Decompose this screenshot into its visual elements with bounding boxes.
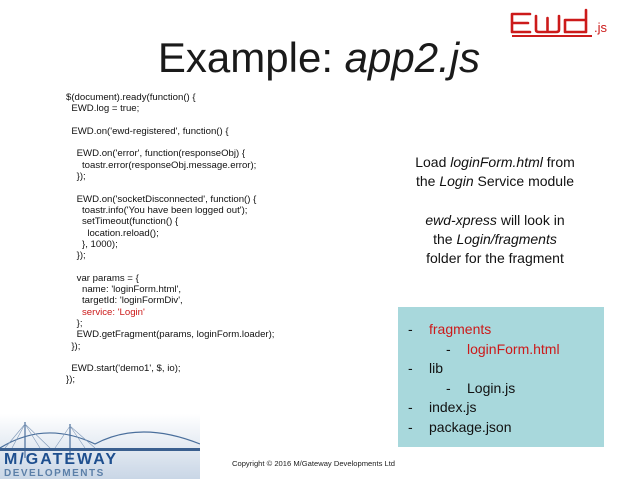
tree-item: -fragments bbox=[398, 320, 604, 340]
code-line: location.reload(); bbox=[66, 227, 159, 239]
code-line: EWD.on('socketDisconnected', function() … bbox=[66, 193, 257, 205]
copyright-text: Copyright © 2016 M/Gateway Developments … bbox=[232, 459, 396, 468]
title-prefix: Example: bbox=[157, 34, 345, 81]
code-line: }); bbox=[66, 340, 81, 352]
code-line: }, 1000); bbox=[66, 238, 118, 250]
tree-item-label: lib bbox=[429, 360, 444, 376]
code-line: $(document).ready(function() { bbox=[66, 92, 196, 103]
mgateway-logo-icon: M/GATEWAY DEVELOPMENTS bbox=[0, 414, 200, 479]
code-line: name: 'loginForm.html', bbox=[66, 284, 182, 296]
tree-item-label: package.json bbox=[429, 418, 512, 435]
code-line: }); bbox=[66, 171, 86, 183]
code-line: }); bbox=[66, 374, 76, 386]
code-line bbox=[66, 137, 396, 148]
code-line: var params = { bbox=[66, 272, 139, 284]
ewd-logo-icon: .js bbox=[510, 8, 608, 37]
code-line: toastr.error(responseObj.message.error); bbox=[66, 159, 257, 171]
tree-item-dash: - bbox=[408, 399, 413, 415]
code-line: service: 'Login' bbox=[66, 306, 145, 318]
ewd-logo-text: .js bbox=[594, 20, 608, 35]
code-line: EWD.start('demo1', $, io); bbox=[66, 363, 181, 375]
tree-item: -loginForm.html bbox=[398, 340, 604, 360]
tree-item-label: index.js bbox=[429, 399, 477, 415]
tree-item-dash: - bbox=[446, 340, 451, 357]
tree-item-dash: - bbox=[446, 379, 451, 396]
code-line: EWD.on('ewd-registered', function() { bbox=[66, 125, 229, 137]
code-line: EWD.log = true; bbox=[66, 103, 140, 115]
title-filename: app2.js bbox=[344, 34, 481, 81]
code-line: toastr.info('You have been logged out'); bbox=[66, 204, 248, 216]
note-paragraph-1: Load loginForm.html from the Login Servi… bbox=[415, 154, 575, 189]
tree-item: -package.json bbox=[398, 418, 604, 438]
tree-item-dash: - bbox=[408, 321, 413, 337]
code-line bbox=[66, 182, 396, 193]
explanation-note: Load loginForm.html from the Login Servi… bbox=[388, 153, 602, 268]
mg-logo-line2: DEVELOPMENTS bbox=[4, 468, 105, 479]
code-line bbox=[66, 352, 396, 363]
code-line bbox=[66, 115, 396, 126]
code-line: targetId: 'loginFormDiv', bbox=[66, 295, 183, 307]
tree-item-label: fragments bbox=[429, 321, 492, 337]
code-block: $(document).ready(function() { EWD.log =… bbox=[66, 92, 396, 386]
code-line: }); bbox=[66, 250, 86, 262]
code-line: setTimeout(function() { bbox=[66, 216, 179, 228]
tree-item-label: Login.js bbox=[467, 379, 516, 396]
code-line: EWD.getFragment(params, loginForm.loader… bbox=[66, 329, 275, 341]
code-line: }; bbox=[66, 317, 83, 329]
slide-title: Example: app2.js bbox=[0, 32, 638, 84]
tree-item: - lib bbox=[398, 359, 604, 379]
mg-logo-line1: M/GATEWAY bbox=[4, 451, 118, 468]
tree-item-label: loginForm.html bbox=[467, 340, 560, 357]
tree-item: -Login.js bbox=[398, 379, 604, 399]
code-line: EWD.on('error', function(responseObj) { bbox=[66, 148, 246, 160]
code-line bbox=[66, 261, 396, 272]
tree-item-dash: - bbox=[408, 418, 413, 435]
note-paragraph-2: ewd-xpress will look in the Login/fragme… bbox=[425, 212, 565, 266]
file-tree-box: -fragments-loginForm.html-lib-Login.js-i… bbox=[398, 307, 604, 447]
tree-item: -index.js bbox=[398, 398, 604, 418]
tree-item-dash: - bbox=[408, 360, 413, 376]
